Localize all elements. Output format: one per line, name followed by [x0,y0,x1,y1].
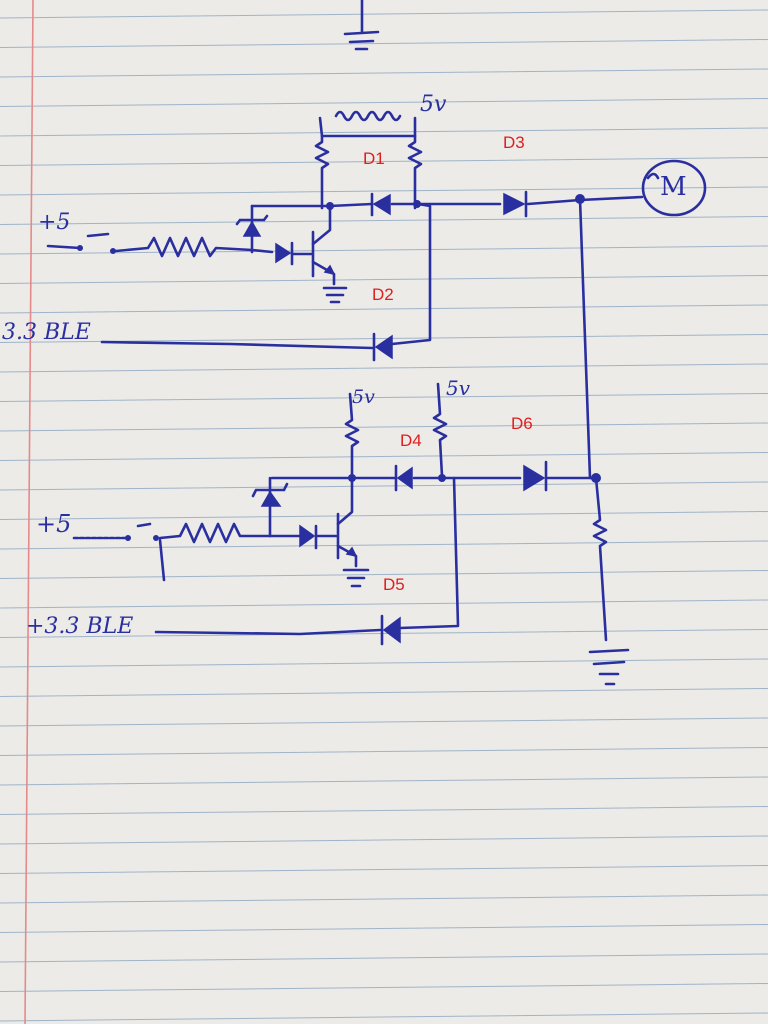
ble-line-top [100,340,374,350]
ruled-line [0,1012,768,1022]
resistor-left-top [314,134,330,210]
motor-symbol [641,159,707,217]
ruled-line [0,98,768,107]
ruled-line [0,865,768,874]
diode-label-d1: D1 [363,149,385,168]
ruled-line [0,717,768,727]
diode-label-d2: D2 [372,285,394,304]
transistor-bottom [336,476,358,568]
junction-dot [438,474,446,482]
diode-d6-symbol [523,460,548,492]
ruled-line [0,924,768,933]
ruled-line [0,422,768,432]
resistor-right-bottom [432,382,448,478]
diode-d3-symbol [503,190,528,218]
d5-return-line [398,476,460,630]
diode-label-d3: D3 [503,133,525,152]
diode-label-d6: D6 [511,414,533,433]
lower-circuit [72,197,630,686]
ruled-line [0,39,768,48]
supply-label-mid-left: 5v [352,386,375,408]
ruled-line [0,481,768,491]
diode-label-d5: D5 [383,575,405,594]
ground-symbol [322,286,348,304]
ruled-line [0,658,768,668]
ruled-line [0,127,768,137]
ruled-line [0,776,768,786]
ruled-line [0,363,768,373]
diode-label-d4: D4 [400,431,422,450]
ruled-line [0,983,768,992]
ruled-line [0,806,768,815]
ruled-line [0,747,768,756]
ruled-line [0,894,768,904]
ruled-line [0,9,768,19]
ruled-line [0,245,768,255]
resistor-output [592,476,608,642]
base-resistor-bottom [158,522,302,544]
input-label-top: +5 [38,210,71,235]
motor-label: M [660,172,687,202]
resistor-left-bottom [344,392,360,480]
diode-d5-symbol [380,614,401,646]
ruled-line [0,157,768,166]
ble-label-top: 3.3 BLE [2,320,91,345]
transistor-top [311,204,336,286]
supply-rail-top [318,116,417,138]
ruled-line [0,599,768,609]
ruled-line [0,304,768,314]
diode-d1-symbol [370,192,391,217]
ble-line-bottom [154,628,382,636]
input-label-bottom: +5 [36,510,72,538]
zener-diode-bottom [251,482,289,507]
zener-diode-top [235,214,269,237]
d2-return-line [390,202,432,346]
ground-symbol [588,648,630,686]
diode-d4-symbol [394,464,413,492]
supply-label-mid-right: 5v [446,376,471,400]
margin-line [24,0,34,1024]
ruled-line [0,835,768,845]
base-resistor-top [114,236,274,258]
ruled-line [0,953,768,963]
ruled-line [0,511,768,520]
ble-label-bottom: +3.3 BLE [26,614,134,639]
ruled-line [0,68,768,78]
rail-resistor-top [334,110,402,122]
ruled-line [0,688,768,697]
ruled-line [0,216,768,225]
ruled-line [0,540,768,550]
supply-label-top: 5v [420,92,447,117]
ruled-lines [0,9,768,1022]
ruled-line [0,570,768,579]
resistor-right-top [407,134,423,210]
diode-d2-symbol [372,332,393,362]
ruled-line [0,629,768,638]
ruled-line [0,452,768,461]
ruled-line [0,393,768,402]
ruled-line [0,186,768,196]
base-diode-top [275,241,314,266]
ruled-line [0,275,768,284]
ground-symbol [342,568,370,588]
base-diode-bottom [299,524,338,550]
ground-symbol-top [343,0,380,51]
